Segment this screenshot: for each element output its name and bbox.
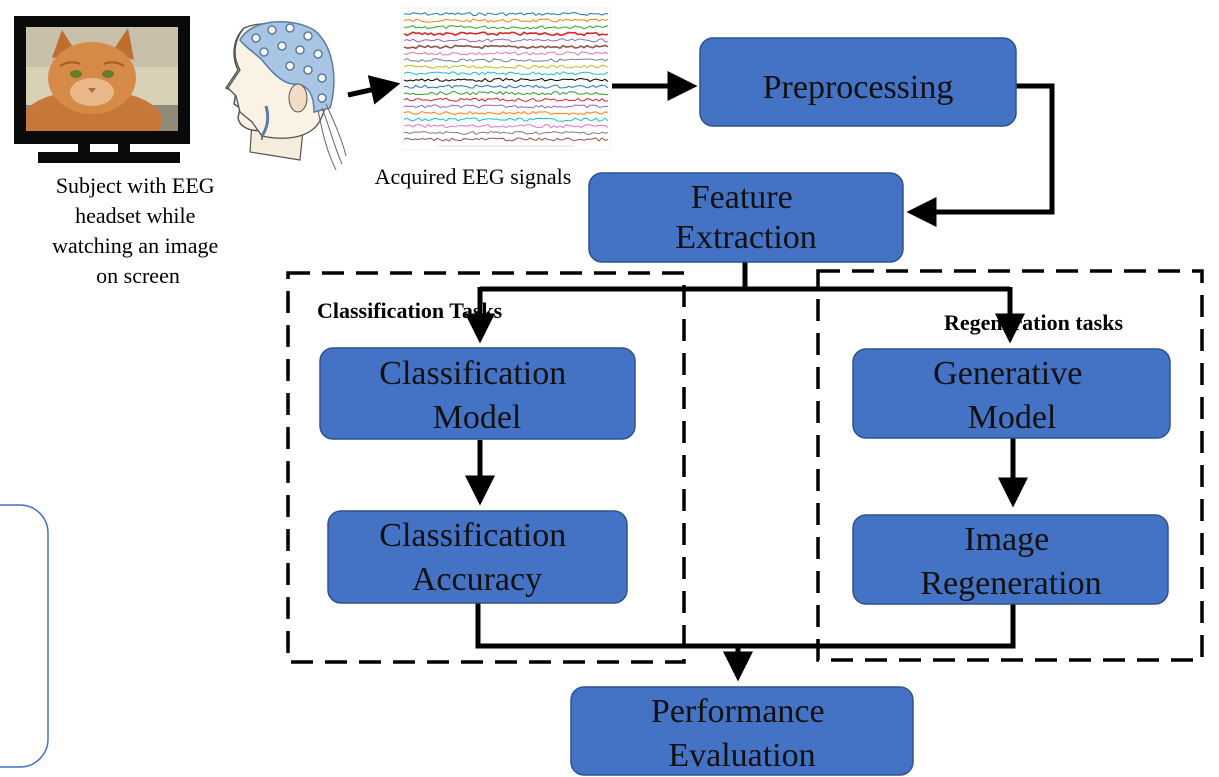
generative-model-label: Generative Model — [933, 355, 1091, 436]
regeneration-tasks-title: Regeneration tasks — [944, 310, 1123, 335]
arrow-preprocessing-to-feature-extraction — [906, 83, 1055, 227]
eeg-trace-line — [403, 64, 609, 69]
classification-accuracy-label: Classification Accuracy — [379, 517, 574, 598]
eeg-trace-line — [403, 130, 609, 136]
classification-tasks-title: Classification Tasks — [317, 298, 503, 323]
side-panel-outline — [0, 504, 49, 768]
regeneration-tasks-group — [816, 269, 1204, 662]
generative-model-box — [852, 348, 1171, 439]
eeg-trace-line — [403, 90, 609, 96]
eeg-trace-line — [403, 137, 609, 142]
classification-tasks-group — [286, 271, 686, 664]
image-regeneration-box — [852, 514, 1169, 605]
head-with-eeg-cap-icon — [224, 20, 347, 171]
subject-caption: Subject with EEG headset while watching … — [52, 173, 224, 288]
eeg-trace-line — [403, 123, 609, 129]
eeg-trace-line — [403, 25, 609, 30]
eeg-trace-line — [403, 31, 609, 37]
eeg-trace-line — [404, 12, 608, 17]
classification-model-label: Classification Model — [379, 355, 574, 436]
image-regeneration-label: Image Regeneration — [920, 521, 1101, 602]
feature-extraction-box — [588, 172, 904, 263]
arrow-head-to-signals — [347, 75, 401, 105]
eeg-trace-line — [403, 44, 609, 50]
eeg-trace-line — [403, 71, 609, 76]
connector-results-merge — [475, 603, 1016, 649]
eeg-trace-line — [403, 84, 609, 89]
eeg-signal-traces-icon — [401, 7, 611, 151]
eeg-trace-line — [403, 18, 609, 23]
preprocessing-box — [699, 37, 1017, 127]
eeg-trace-line — [403, 51, 609, 56]
eeg-trace-line — [403, 117, 609, 122]
eeg-trace-line — [403, 58, 609, 63]
flow-arrows — [347, 71, 1055, 682]
performance-evaluation-box — [570, 686, 914, 776]
preprocessing-label: Preprocessing — [763, 69, 954, 106]
classification-model-box — [319, 347, 636, 440]
eeg-trace-line — [403, 77, 609, 83]
feature-extraction-label: Feature Extraction — [675, 179, 817, 256]
eeg-trace-line — [403, 104, 608, 109]
eeg-trace-line — [403, 110, 609, 116]
eeg-trace-line — [403, 38, 609, 43]
monitor-with-cat-image-icon — [14, 16, 190, 163]
classification-accuracy-box — [327, 510, 628, 604]
eeg-trace-line — [403, 97, 609, 102]
signals-caption: Acquired EEG signals — [375, 164, 572, 189]
performance-evaluation-label: Performance Evaluation — [651, 693, 833, 774]
